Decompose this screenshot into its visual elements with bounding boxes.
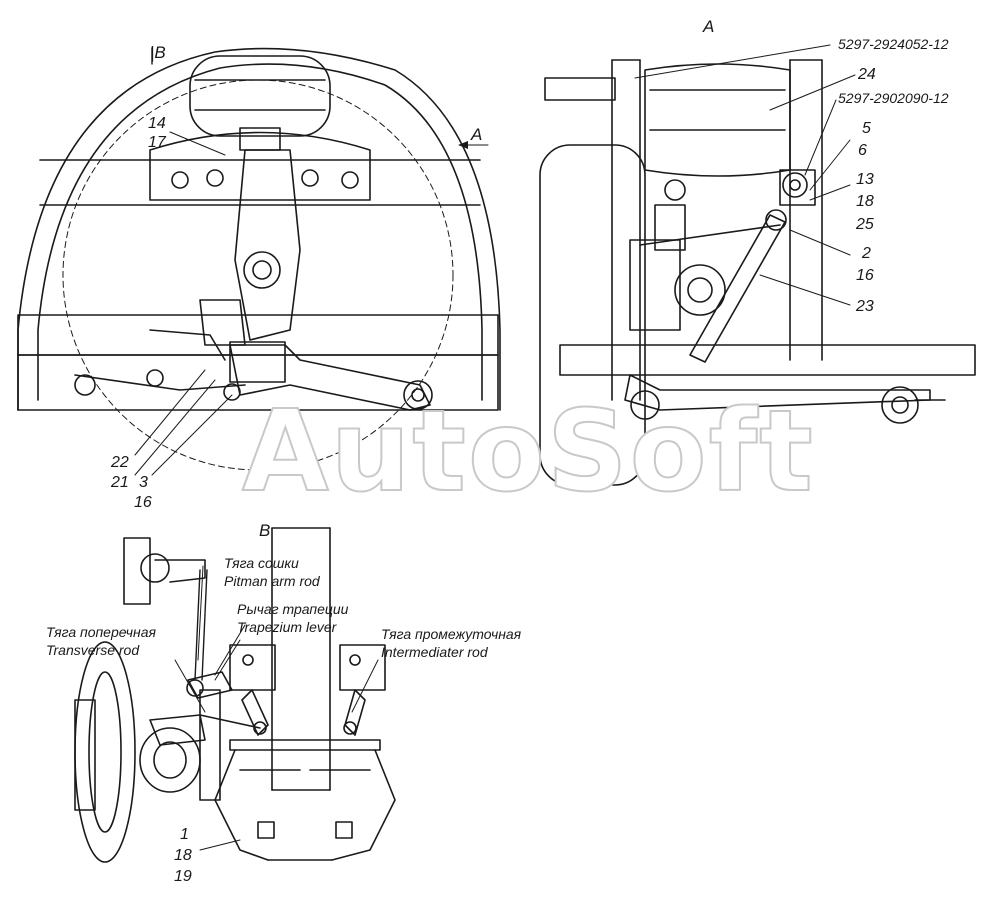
part-number-2: 5297-2902090-12 [838,90,949,106]
callout-25: 25 [856,216,874,233]
callout-2: 2 [862,245,871,262]
callout-1: 1 [180,826,189,843]
callout-24: 24 [858,66,876,83]
callout-22: 22 [111,454,129,471]
callout-3: 3 [139,474,148,491]
callout-13: 13 [856,171,874,188]
main-view-drawing [17,47,501,476]
view-b-title: B [259,521,271,540]
label-transverse-en: Transverse rod [46,642,140,658]
label-intermediate-en: Intermediater rod [381,644,488,660]
label-trapezium-en: Trapezium lever [237,619,337,635]
section-marker-b: |B [150,43,166,62]
callout-18-a: 18 [856,193,874,210]
part-number-1: 5297-2924052-12 [838,36,949,52]
label-intermediate-ru: Тяга промежуточная [381,626,522,642]
callout-16-main: 16 [134,494,152,511]
callout-19: 19 [174,868,192,885]
callout-6: 6 [858,142,867,159]
view-b-drawing [74,527,396,863]
callout-17: 17 [148,134,166,151]
callout-16-a: 16 [856,267,874,284]
callout-18-b: 18 [174,847,192,864]
callout-23: 23 [856,298,874,315]
label-trapezium-ru: Рычаг трапеции [237,601,349,617]
callout-14: 14 [148,115,166,132]
label-pitman-ru: Тяга сошки [224,555,299,571]
callout-5: 5 [862,120,871,137]
view-a-drawing [539,44,976,486]
callout-21: 21 [111,474,129,491]
view-a-title: A [703,17,715,36]
label-pitman-en: Pitman arm rod [224,573,320,589]
label-transverse-ru: Тяга поперечная [46,624,156,640]
view-marker-a: A [471,125,483,144]
